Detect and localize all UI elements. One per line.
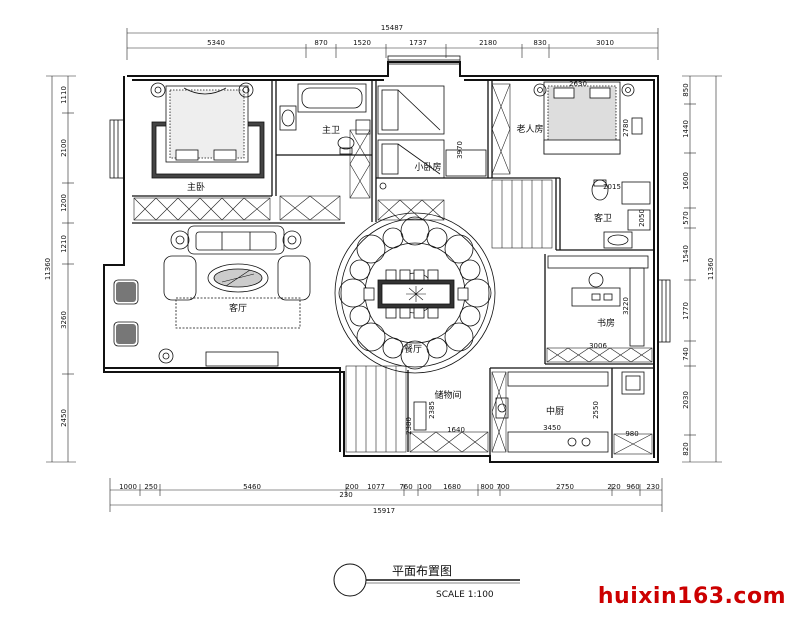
label-master-bedroom: 主卧 bbox=[187, 181, 205, 193]
dim-top-5: 830 bbox=[533, 39, 546, 47]
dim-bottom-9: 700 bbox=[496, 483, 509, 491]
dim-right-2: 1600 bbox=[682, 172, 690, 190]
dim-inner-3450: 3450 bbox=[543, 424, 561, 432]
dim-top-3: 1737 bbox=[409, 39, 427, 47]
watermark-text: huixin163.com bbox=[597, 584, 786, 609]
dim-top-6: 3010 bbox=[596, 39, 614, 47]
dim-right-7: 2030 bbox=[682, 391, 690, 409]
dim-left-3: 1210 bbox=[60, 235, 68, 253]
label-dining-room: 餐厅 bbox=[404, 343, 422, 355]
right-dimension-chain: 850 1440 1600 570 1540 1770 740 2030 820… bbox=[682, 75, 722, 463]
dim-inner-2630: 2630 bbox=[569, 80, 587, 88]
dim-top-0: 5340 bbox=[207, 39, 225, 47]
dim-left-5: 2450 bbox=[60, 409, 68, 427]
dim-left-total: 11360 bbox=[44, 258, 52, 280]
dim-right-8: 820 bbox=[682, 442, 690, 455]
dim-bottom-10: 2750 bbox=[556, 483, 574, 491]
title-block: 平面布置图 SCALE 1:100 bbox=[333, 563, 520, 600]
dim-inner-1640: 1640 bbox=[447, 426, 465, 434]
dining-table bbox=[363, 269, 469, 319]
label-storage: 储物间 bbox=[434, 389, 461, 401]
dim-inner-3220: 3220 bbox=[622, 297, 630, 315]
guest-bath-fixtures bbox=[591, 179, 651, 249]
dim-inner-980: 980 bbox=[625, 430, 638, 438]
dim-inner-2385: 2385 bbox=[428, 401, 436, 419]
dim-right-0: 850 bbox=[682, 83, 690, 96]
study-furniture bbox=[547, 255, 649, 347]
drawing-scale: SCALE 1:100 bbox=[436, 590, 494, 600]
dim-bottom-11: 220 bbox=[607, 483, 620, 491]
dim-right-3: 570 bbox=[682, 211, 690, 224]
dim-right-total: 11360 bbox=[707, 258, 715, 280]
dim-right-6: 740 bbox=[682, 347, 690, 360]
living-room-furniture bbox=[113, 225, 311, 367]
dim-top-2: 1520 bbox=[353, 39, 371, 47]
dim-right-4: 1540 bbox=[682, 245, 690, 263]
dim-inner-2780: 2780 bbox=[622, 119, 630, 137]
inner-dimensions: 3970 2780 2630 2015 2050 3220 3006 3450 … bbox=[405, 80, 646, 438]
dim-left-2: 1200 bbox=[60, 194, 68, 212]
drawing-title: 平面布置图 bbox=[392, 564, 452, 578]
windows bbox=[109, 55, 671, 343]
dim-right-5: 1770 bbox=[682, 302, 690, 320]
dim-inner-2550: 2550 bbox=[592, 401, 600, 419]
exterior-walls bbox=[103, 61, 659, 463]
label-living-room: 客厅 bbox=[229, 302, 247, 314]
dim-top-1: 870 bbox=[314, 39, 327, 47]
dim-bottom-3: 200 bbox=[345, 483, 358, 491]
label-study: 书房 bbox=[597, 317, 615, 329]
interior-walls bbox=[132, 80, 654, 458]
dim-inner-3970: 3970 bbox=[456, 141, 464, 159]
dim-left-1: 2100 bbox=[60, 139, 68, 157]
dim-left-4: 3260 bbox=[60, 311, 68, 329]
dim-bottom-5: 760 bbox=[399, 483, 412, 491]
dim-bottom-13: 230 bbox=[646, 483, 659, 491]
dim-bottom-total: 15917 bbox=[373, 507, 395, 515]
dim-bottom-0: 1000 bbox=[119, 483, 137, 491]
dim-inner-3006: 3006 bbox=[589, 342, 607, 350]
label-kitchen: 中厨 bbox=[546, 405, 564, 417]
dim-bottom-7: 1680 bbox=[443, 483, 461, 491]
label-small-bedroom: 小卧房 bbox=[414, 161, 441, 173]
master-bath-fixtures bbox=[279, 83, 371, 155]
dim-bottom-4: 1077 bbox=[367, 483, 385, 491]
dim-top-total: 15487 bbox=[381, 24, 403, 32]
dim-bottom-6: 100 bbox=[418, 483, 431, 491]
dim-top-4: 2180 bbox=[479, 39, 497, 47]
dim-inner-2050: 2050 bbox=[638, 209, 646, 227]
dim-bottom-12: 960 bbox=[626, 483, 639, 491]
bottom-dimension-chain: 1000 250 5460 200 1077 760 100 1680 800 … bbox=[109, 478, 663, 515]
dim-bottom-1: 250 bbox=[144, 483, 157, 491]
label-elder-room: 老人房 bbox=[516, 123, 543, 135]
wardrobes bbox=[133, 83, 653, 455]
top-dimension-chain: 15487 5340 870 1520 1737 2180 830 3010 bbox=[126, 24, 659, 60]
stairs bbox=[345, 179, 553, 453]
small-bedroom-beds bbox=[377, 85, 487, 190]
room-labels: 主卧 主卫 小卧房 老人房 客卫 客厅 餐厅 书房 储物间 中厨 bbox=[187, 123, 615, 417]
kitchen-fixtures bbox=[413, 371, 645, 453]
label-master-bath: 主卫 bbox=[322, 124, 340, 136]
dim-bottom-small: 230 bbox=[339, 491, 352, 499]
label-guest-bath: 客卫 bbox=[594, 212, 612, 224]
elder-room-bed bbox=[533, 81, 643, 155]
dim-bottom-8: 800 bbox=[480, 483, 493, 491]
dim-inner-2380: 2380 bbox=[405, 417, 413, 435]
master-bed bbox=[150, 82, 265, 179]
dim-right-1: 1440 bbox=[682, 120, 690, 138]
dim-bottom-2: 5460 bbox=[243, 483, 261, 491]
dim-inner-2015: 2015 bbox=[603, 183, 621, 191]
title-circle bbox=[333, 563, 367, 597]
left-dimension-chain: 11360 1110 2100 1200 1210 3260 2450 bbox=[44, 75, 76, 463]
dim-left-0: 1110 bbox=[60, 86, 68, 104]
